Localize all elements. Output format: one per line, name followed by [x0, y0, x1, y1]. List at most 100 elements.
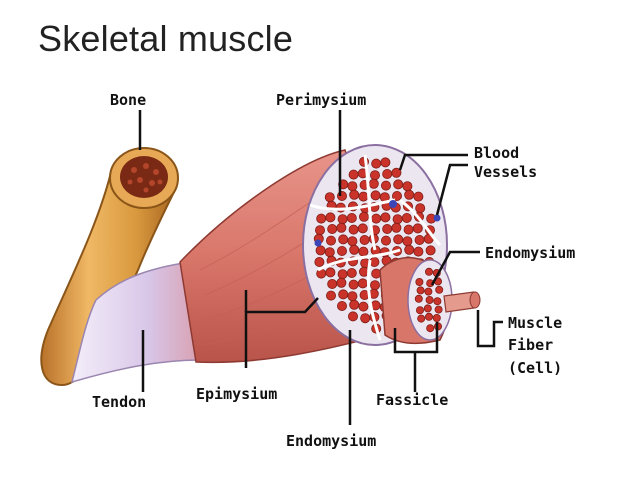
muscle-fiber-cell — [413, 191, 424, 202]
muscle-fiber-cell — [403, 224, 414, 235]
muscle-fiber-cell — [336, 222, 347, 233]
muscle-fiber-cell — [347, 311, 358, 322]
muscle-fiber-end — [469, 291, 481, 309]
muscle-fiber-cell — [393, 234, 404, 245]
muscle-fiber-cell — [348, 224, 359, 235]
label-epimysium: Epimysium — [196, 385, 277, 403]
muscle-fiber-cell — [392, 214, 403, 225]
perimysium-lines — [309, 154, 442, 341]
bone-marrow — [120, 156, 168, 198]
muscle-fiber-cell — [433, 297, 442, 306]
label-tendon: Tendon — [92, 393, 146, 411]
muscle-fiber-cell — [349, 244, 360, 255]
tendon-shape — [70, 261, 201, 384]
bone-shaft — [40, 166, 178, 387]
muscle-fiber-cell — [404, 189, 415, 200]
muscle-fiber-cell — [391, 222, 402, 233]
muscle-fiber-cell — [348, 279, 359, 290]
muscle-fiber-cell — [393, 179, 404, 190]
muscle-fiber-cell — [401, 212, 412, 223]
muscle-fiber-cell — [369, 280, 380, 291]
muscle-fiber-cell — [382, 223, 393, 234]
muscle-fiber-cell — [338, 234, 349, 245]
label-blood-vessels-line1: Blood — [474, 144, 519, 162]
label-endomysium-right: Endomysium — [485, 244, 575, 262]
muscle-fiber-cell — [380, 157, 391, 168]
muscle-fiber-cell — [349, 189, 360, 200]
muscle-fiber-cell — [357, 223, 368, 234]
muscle-fiber-cell — [315, 245, 326, 256]
muscle-fiber-cell — [325, 267, 336, 278]
muscle-fiber-cell — [424, 287, 433, 296]
muscle-fiber-cell — [327, 278, 338, 289]
muscle-fiber-cell — [325, 212, 336, 223]
muscle-fiber-cell — [414, 234, 425, 245]
muscle-fiber-cell — [424, 312, 433, 321]
fascicle-fibers — [414, 267, 453, 333]
muscle-fiber-cell — [325, 235, 336, 246]
muscle-fiber-cell — [424, 267, 433, 276]
muscle-fiber-cell — [434, 305, 443, 314]
blood-vessel-dot — [389, 200, 397, 208]
label-muscle-fiber-line2: Fiber — [508, 336, 553, 354]
muscle-fiber-cell — [358, 246, 369, 257]
muscle-fiber-cell — [325, 290, 336, 301]
muscle-fiber-cell — [324, 247, 335, 258]
muscle-fiber-cell — [369, 170, 380, 181]
muscle-fiber-cell — [346, 212, 357, 223]
blood-vessel-dot — [433, 214, 441, 222]
muscle-fiber-cell — [336, 300, 347, 311]
muscle-fiber-cell — [324, 192, 335, 203]
muscle-fiber-cell — [382, 168, 393, 179]
muscle-fiber-cell — [380, 235, 391, 246]
muscle-fiber-cell — [359, 234, 370, 245]
muscle-fiber-cell — [336, 245, 347, 256]
muscle-fiber-cell — [346, 267, 357, 278]
muscle-fiber-cell — [358, 191, 369, 202]
muscle-fiber-cell — [348, 169, 359, 180]
muscle-fiber-cell — [316, 213, 327, 224]
muscle-fiber-cell — [415, 277, 424, 286]
muscle-fiber-cell — [327, 223, 338, 234]
muscle-fiber-cell — [316, 268, 327, 279]
muscle-fiber-cell — [432, 313, 441, 322]
muscle-fiber-cell — [347, 236, 358, 247]
muscle-fiber-cell — [415, 203, 426, 214]
muscle-fiber-cell — [417, 314, 426, 323]
muscle-fiber-cell — [412, 223, 423, 234]
label-perimysium: Perimysium — [276, 91, 366, 109]
blood-vessel-dot — [314, 239, 322, 247]
muscle-fiber-cell — [435, 285, 444, 294]
muscle-fiber-cell — [416, 286, 425, 295]
muscle-fiber-cell — [337, 269, 348, 280]
muscle-fiber-cell — [426, 324, 435, 333]
muscle-fiber-cell — [371, 213, 382, 224]
label-blood-vessels-line2: Vessels — [474, 163, 537, 181]
muscle-fiber-cell — [402, 181, 413, 192]
muscle-fiber-cell — [347, 291, 358, 302]
muscle-fiber-cell — [380, 212, 391, 223]
muscle-fiber-cell — [358, 301, 369, 312]
muscle-fiber-cell — [425, 295, 434, 304]
muscle-fiber-cell — [314, 225, 325, 236]
muscle-fiber-cell — [391, 167, 402, 178]
muscle-fiber-cell — [391, 190, 402, 201]
muscle-fiber-cell — [380, 180, 391, 191]
label-bone: Bone — [110, 91, 146, 109]
muscle-fiber-cell — [360, 313, 371, 324]
muscle-fiber-cell — [413, 246, 424, 257]
muscle-fiber-cell — [414, 294, 423, 303]
muscle-fiber-cell — [337, 214, 348, 225]
muscle-fiber-cell — [415, 306, 424, 315]
muscle-fiber-cell — [368, 178, 379, 189]
muscle-fiber-cell — [336, 277, 347, 288]
muscle-fiber-cell — [358, 211, 369, 222]
bone-marrow-texture — [127, 163, 163, 193]
label-endomysium-bottom: Endomysium — [286, 432, 376, 450]
muscle-fiber-cell — [314, 256, 325, 267]
muscle-fiber-cell — [425, 245, 436, 256]
muscle-fiber-cell — [370, 190, 381, 201]
muscle-fiber-cell — [423, 304, 432, 313]
